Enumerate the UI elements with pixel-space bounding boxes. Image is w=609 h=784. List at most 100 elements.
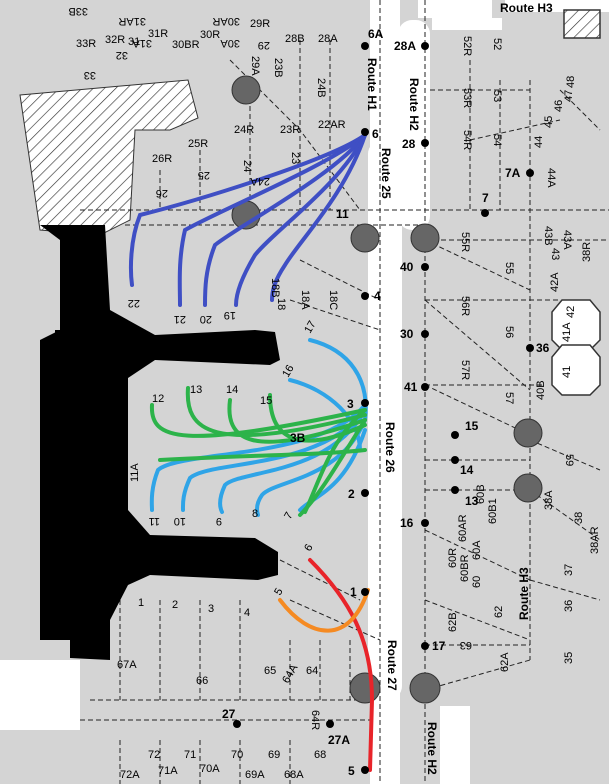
stand-label: 3	[208, 603, 214, 615]
stand-label: 53	[491, 90, 503, 102]
stand-label: 30R	[200, 29, 220, 41]
stand-label: 60R	[447, 548, 459, 568]
stand-label: 24B	[315, 78, 327, 98]
stand-label: 57	[503, 392, 515, 404]
stand-label: 29	[258, 39, 270, 51]
stand-label: 31	[128, 36, 140, 48]
stand-label: 48	[565, 76, 577, 88]
stand-label: 21	[174, 313, 186, 325]
route-light-blue	[149, 338, 368, 517]
stand-labels-right: 52R 52 53R 53 54R 54 44 45 46 47 48 44A …	[447, 36, 601, 672]
stand-labels-bottom: 67A 66 65 64 64A 64R 72 71 70 69 68 72A …	[117, 659, 326, 781]
route-orange	[278, 588, 370, 633]
stand-label: 31R	[148, 28, 168, 40]
terminal-label-block	[55, 330, 75, 640]
stand-label: 7	[282, 510, 295, 521]
stand-label: 68A	[284, 769, 304, 781]
stand-label: 19	[224, 309, 236, 321]
stand-label: 5	[272, 586, 285, 597]
stand-label: 42	[565, 306, 577, 318]
hatched-box-topright	[563, 9, 601, 39]
stand-label: 63	[460, 639, 472, 651]
stand-label: 4	[244, 607, 250, 619]
stand-label: 13	[190, 384, 202, 396]
stand-label: 11A	[129, 463, 141, 482]
stand-label: 60	[471, 576, 483, 588]
stand-label: 59	[563, 454, 575, 466]
route-h2-top-label: Route H2	[407, 78, 421, 131]
node-2: 2	[348, 487, 355, 501]
stand-label: 1	[138, 597, 144, 609]
stand-label: 11	[149, 515, 160, 527]
route-green	[149, 386, 367, 517]
stand-label: 54R	[461, 130, 473, 150]
stand-label: 43B	[542, 226, 554, 246]
stand-label: 60B	[475, 484, 487, 504]
stand-label: 24R	[234, 124, 254, 136]
route-25-label: Route 25	[379, 148, 393, 199]
stand-label: 6	[302, 542, 315, 553]
stand-label: 18A	[299, 290, 311, 310]
stand-label: 60B1	[487, 498, 499, 524]
route-red	[308, 558, 375, 772]
route-27-label: Route 27	[385, 640, 399, 691]
stand-octagons	[551, 299, 601, 396]
stand-label: 10	[174, 515, 186, 527]
node-16: 16	[400, 516, 414, 530]
node-dots	[233, 42, 534, 774]
stand-label: 62A	[499, 652, 511, 672]
route-26-label: Route 26	[383, 422, 397, 473]
stand-label: 12	[152, 393, 164, 405]
stand-label: 44A	[545, 168, 557, 188]
node-5: 5	[348, 764, 355, 778]
route-h3-top-label: Route H3	[500, 1, 553, 15]
node-7: 7	[482, 191, 489, 205]
stand-label: 32R	[105, 34, 125, 46]
stand-label: 29R	[250, 18, 270, 30]
stand-label: 30A	[220, 37, 240, 49]
node-40: 40	[400, 260, 414, 274]
route-dark-blue	[128, 133, 367, 307]
stand-label: 64R	[309, 710, 321, 730]
stand-label: 20	[200, 313, 212, 325]
stand-label: 41A	[561, 322, 573, 342]
stand-label: 15	[260, 395, 272, 407]
node-27A: 27A	[328, 733, 350, 747]
terminal-label: TERMINAL	[39, 435, 51, 492]
stand-label: 47	[563, 90, 575, 102]
node-3B: 3B	[290, 431, 306, 445]
stand-label: 28A	[318, 33, 338, 45]
stand-label: 38AR	[589, 526, 601, 554]
stand-label: 14	[226, 384, 238, 396]
node-7A: 7A	[505, 166, 521, 180]
stand-label: 17	[302, 319, 319, 336]
stand-label: 32	[116, 49, 128, 61]
stand-label: 53R	[461, 88, 473, 108]
stand-label: 23R	[280, 124, 300, 136]
route-h2-bottom-label: Route H2	[425, 722, 439, 775]
node-17: 17	[432, 639, 446, 653]
node-1: 1	[350, 585, 357, 599]
stand-labels-pier-upper: 22 21 20 19 18 18A 18C 18B 17 16 15 14 1…	[128, 278, 339, 407]
node-36: 36	[536, 341, 550, 355]
route-h3-side-label: Route H3	[517, 567, 531, 620]
stand-label: 38	[573, 512, 585, 524]
stand-label: 42A	[549, 272, 561, 292]
stand-label: 28B	[285, 33, 305, 45]
stand-label: 25R	[188, 138, 208, 150]
stand-label: 31A	[132, 37, 152, 49]
stand-label: 30BR	[172, 39, 200, 51]
stand-label: 38R	[581, 242, 593, 262]
stand-label: 72A	[120, 769, 140, 781]
node-6A: 6A	[368, 27, 384, 41]
stand-label: 70	[231, 749, 243, 761]
stand-label: 33B	[68, 5, 88, 17]
stand-label: 69	[268, 749, 280, 761]
stand-label: 18C	[327, 290, 339, 310]
stand-label: 26R	[152, 153, 172, 165]
stand-label: 55R	[459, 232, 471, 252]
node-4: 4	[374, 289, 381, 303]
stand-label: 62B	[447, 612, 459, 632]
stand-label: 56R	[459, 296, 471, 316]
stand-label: 68	[314, 749, 326, 761]
